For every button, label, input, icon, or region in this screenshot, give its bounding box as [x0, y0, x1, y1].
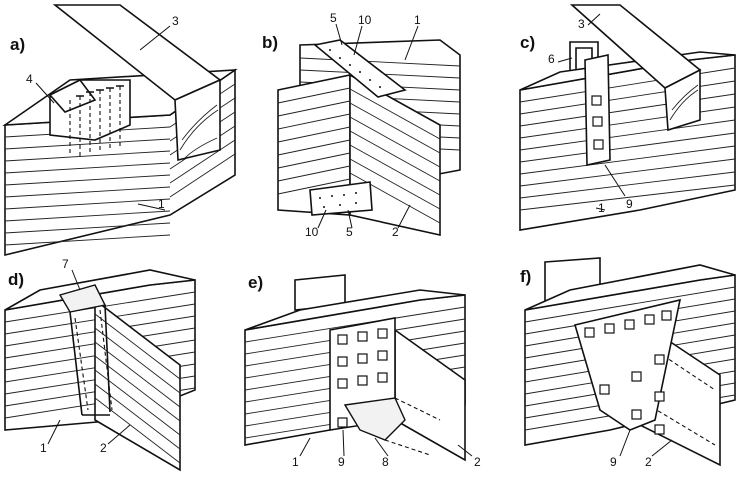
callout-b-2: 2: [392, 225, 399, 239]
panel-c: c) 3 6 1 9: [519, 4, 736, 231]
callout-d-2: 2: [100, 441, 107, 455]
callout-f-9: 9: [610, 455, 617, 469]
panel-letter-d: d): [8, 270, 24, 289]
callout-b-1: 1: [414, 13, 421, 27]
callout-e-9: 9: [338, 455, 345, 469]
panel-letter-a: a): [10, 35, 25, 54]
gusset-9-f: [573, 298, 682, 431]
beam-2-d: [94, 298, 181, 472]
seat-8: [343, 397, 406, 441]
panel-a: a) 3 4 1: [2, 4, 238, 257]
panel-d: d) 7 1 2: [4, 257, 196, 472]
panel-e: e) 1 9 8 2: [244, 273, 481, 469]
callout-c-9: 9: [626, 197, 633, 211]
bottom-plate-5: [309, 181, 373, 216]
top-plate-nails: [329, 49, 381, 88]
plate-9-c: [584, 54, 611, 166]
bolts-f: [584, 310, 672, 435]
panel-letter-c: c): [520, 33, 535, 52]
bolts-c: [591, 95, 604, 150]
nails-a: [69, 85, 124, 156]
panel-f: f) 9 2: [520, 257, 736, 469]
top-plate-5: [313, 39, 407, 98]
callout-c-3: 3: [578, 17, 585, 31]
panel-b: b) 5 10 1 10 5 2: [262, 11, 461, 239]
lamination-lines-b-front: [277, 87, 441, 224]
callout-a-3: 3: [172, 14, 179, 28]
callout-d-7: 7: [62, 257, 69, 271]
callout-d-1: 1: [40, 441, 47, 455]
callout-c-6: 6: [548, 52, 555, 66]
panel-letter-b: b): [262, 33, 278, 52]
bolts-e: [337, 328, 388, 428]
callout-b-5-bottom: 5: [346, 225, 353, 239]
callout-b-10-top: 10: [358, 13, 372, 27]
panel-letter-f: f): [520, 267, 531, 286]
strap-6: [569, 41, 599, 70]
lamination-lines-a: [4, 83, 236, 246]
callout-b-5-top: 5: [330, 11, 337, 25]
callout-b-10-bottom: 10: [305, 225, 319, 239]
callout-c-1: 1: [598, 201, 605, 215]
callout-e-8: 8: [382, 455, 389, 469]
bottom-plate-nails: [319, 192, 357, 208]
callout-a-4: 4: [26, 72, 33, 86]
panel-letter-e: e): [248, 273, 263, 292]
callout-e-2: 2: [474, 455, 481, 469]
callout-a-1: 1: [158, 197, 165, 211]
callout-e-1: 1: [292, 455, 299, 469]
callout-f-2: 2: [645, 455, 652, 469]
